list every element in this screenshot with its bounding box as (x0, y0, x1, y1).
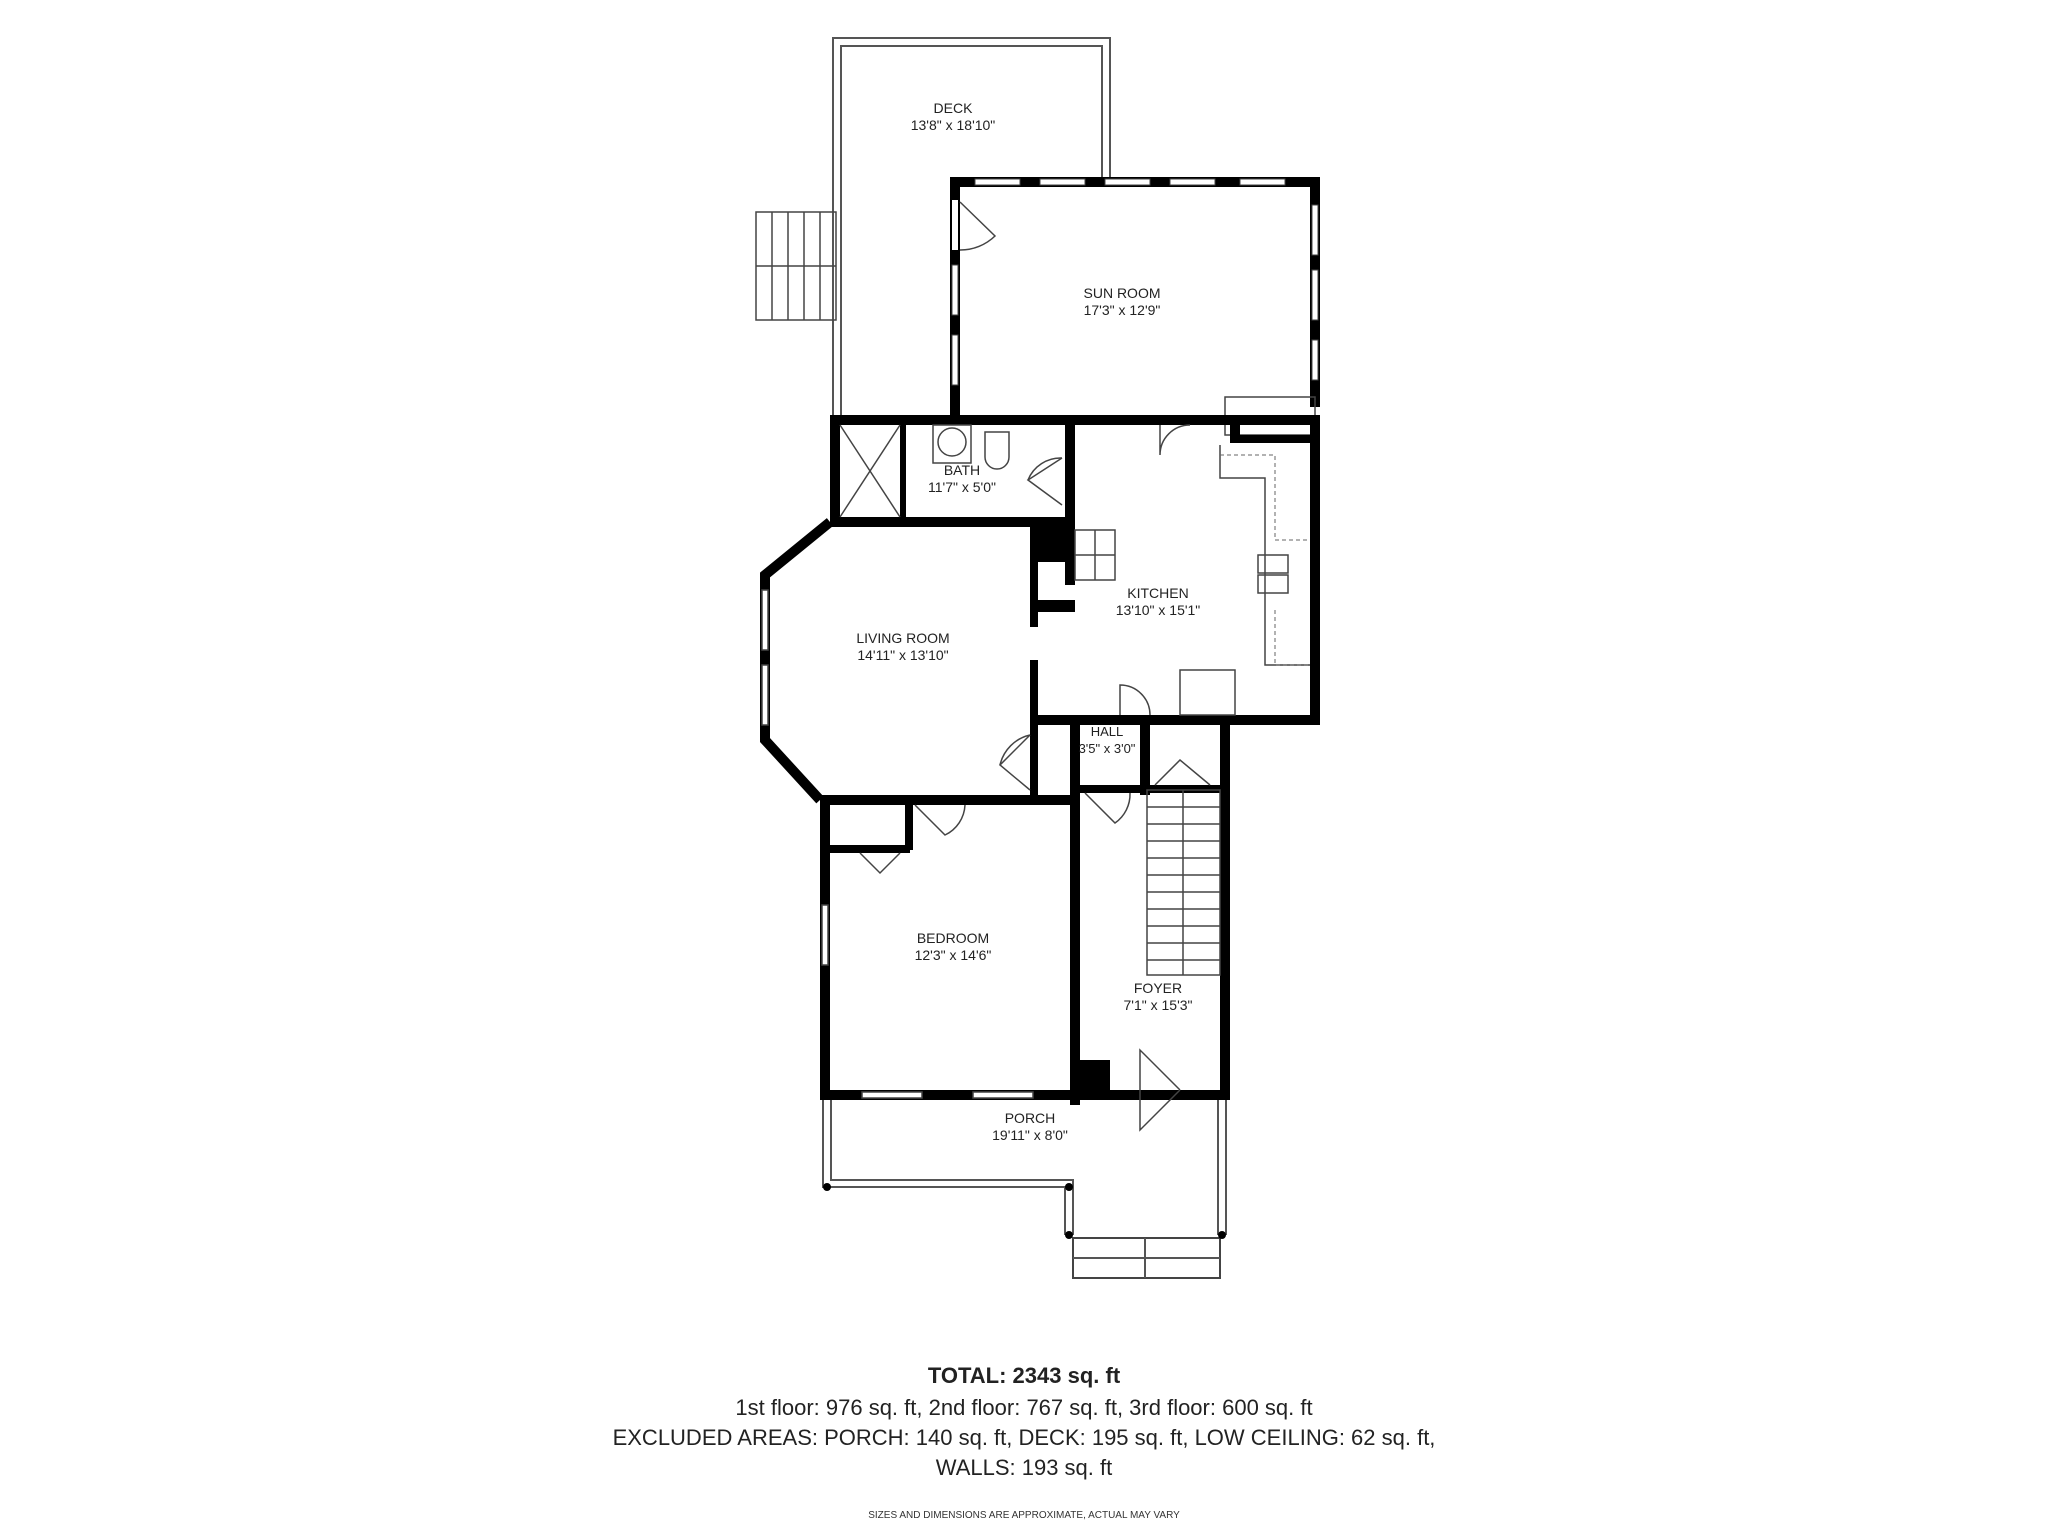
room-dimensions: 11'7" x 5'0" (928, 479, 996, 495)
room-label-deck: DECK 13'8" x 18'10" (911, 100, 996, 134)
room-name: PORCH (1004, 1110, 1056, 1126)
doors (859, 734, 1211, 1132)
total-area: TOTAL: 2343 sq. ft (927, 1363, 1121, 1388)
floor-areas: 1st floor: 976 sq. ft, 2nd floor: 767 sq… (735, 1395, 1313, 1420)
room-dimensions: 12'3" x 14'6" (914, 947, 992, 963)
main-walls (820, 415, 1320, 1105)
deck (832, 37, 1111, 418)
porch (822, 1100, 1227, 1279)
room-dimensions: 17'3" x 12'9" (1083, 302, 1161, 318)
bath-fixtures (839, 424, 1063, 518)
living-room-bay (760, 518, 834, 804)
room-dimensions: 13'8" x 18'10" (910, 117, 996, 133)
room-name: BATH (943, 462, 981, 478)
room-name: DECK (933, 100, 973, 116)
room-label-bedroom: BEDROOM 12'3" x 14'6" (915, 930, 992, 964)
room-name: FOYER (1133, 980, 1183, 996)
room-dimensions: 3'5" x 3'0" (1078, 741, 1136, 756)
room-name: SUN ROOM (1083, 285, 1161, 301)
kitchen-fixtures (1074, 424, 1310, 716)
room-label-bath: BATH 11'7" x 5'0" (928, 462, 996, 496)
room-label-sun-room: SUN ROOM 17'3" x 12'9" (1084, 285, 1161, 319)
disclaimer: SIZES AND DIMENSIONS ARE APPROXIMATE, AC… (868, 1510, 1180, 1521)
kitchen-dashed (1220, 454, 1310, 666)
room-dimensions: 19'11" x 8'0" (992, 1127, 1068, 1143)
room-label-foyer: FOYER 7'1" x 15'3" (1124, 980, 1193, 1014)
room-name: BEDROOM (916, 930, 990, 946)
porch-posts (823, 1183, 1226, 1239)
room-label-porch: PORCH 19'11" x 8'0" (992, 1110, 1068, 1144)
room-dimensions: 7'1" x 15'3" (1123, 997, 1193, 1013)
room-label-living-room: LIVING ROOM 14'11" x 13'10" (856, 630, 949, 664)
room-name: KITCHEN (1127, 585, 1189, 601)
room-label-hall: HALL 3'5" x 3'0" (1079, 723, 1136, 757)
room-dimensions: 14'11" x 13'10" (857, 647, 949, 663)
living-room-windows (761, 589, 769, 726)
room-label-kitchen: KITCHEN 13'10" x 15'1" (1116, 585, 1201, 619)
excluded-areas: EXCLUDED AREAS: PORCH: 140 sq. ft, DECK:… (612, 1425, 1436, 1450)
sun-room-walls (950, 177, 1320, 436)
room-name: LIVING ROOM (856, 630, 950, 646)
deck-stairs (755, 211, 837, 321)
room-name: HALL (1090, 724, 1124, 739)
room-dimensions: 13'10" x 15'1" (1115, 602, 1201, 618)
bedroom-windows (821, 904, 1034, 1099)
walls-area: WALLS: 193 sq. ft (935, 1455, 1113, 1480)
foyer-stairs (1146, 789, 1221, 976)
